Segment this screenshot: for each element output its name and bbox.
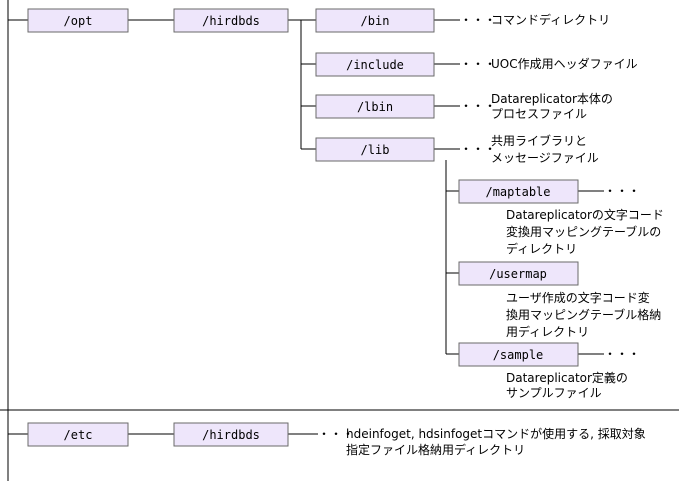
dots-hirdbds-bottom: ・・・: [318, 427, 354, 441]
box-usermap: /usermap: [458, 261, 579, 286]
box-etc-label: /etc: [64, 428, 93, 442]
desc-sample-line-1: Datareplicator定義の: [506, 370, 628, 385]
box-sample-label: /sample: [493, 348, 544, 362]
desc-include: UOC作成用ヘッダファイル: [491, 56, 638, 71]
box-etc: /etc: [27, 422, 129, 447]
desc-bin: コマンドディレクトリ: [491, 12, 610, 27]
box-lbin-label: /lbin: [357, 100, 393, 114]
desc-usermap: ユーザ作成の文字コード変 換用マッピングテーブル格納 用ディレクトリ: [506, 290, 665, 339]
desc-maptable-line-2: 変換用マッピングテーブルの: [506, 224, 661, 239]
dots-lib: ・・・: [460, 142, 496, 156]
desc-maptable-line-3: ディレクトリ: [506, 241, 577, 256]
box-usermap-label: /usermap: [489, 267, 547, 281]
desc-sample-line-2: サンプルファイル: [506, 386, 602, 400]
box-lib: /lib: [315, 137, 435, 162]
box-sample: /sample: [458, 342, 579, 367]
desc-hirdbds-bottom-line-1: hdeinfoget, hdsinfogetコマンドが使用する, 採取対象: [346, 426, 646, 441]
box-hirdbds-top: /hirdbds: [173, 8, 289, 33]
box-opt-label: /opt: [64, 14, 93, 28]
desc-lbin-line-1: Datareplicator本体の: [491, 92, 613, 106]
desc-sample: Datareplicator定義の サンプルファイル: [506, 370, 632, 400]
box-include: /include: [315, 52, 435, 77]
dots-sample: ・・・: [604, 347, 640, 361]
dots-maptable: ・・・: [604, 184, 640, 198]
desc-usermap-line-3: 用ディレクトリ: [506, 324, 589, 339]
box-include-label: /include: [346, 58, 404, 72]
desc-maptable: Datareplicatorの文字コード 変換用マッピングテーブルの ディレクト…: [506, 207, 668, 256]
desc-hirdbds-bottom: hdeinfoget, hdsinfogetコマンドが使用する, 採取対象 指定…: [346, 426, 650, 457]
desc-usermap-line-2: 換用マッピングテーブル格納: [506, 307, 661, 322]
dots-lbin: ・・・: [460, 99, 496, 113]
desc-lib: 共用ライブラリと メッセージファイル: [491, 133, 599, 165]
box-maptable-label: /maptable: [485, 185, 550, 199]
box-maptable: /maptable: [458, 179, 579, 204]
desc-lbin: Datareplicator本体の プロセスファイル: [491, 92, 617, 121]
desc-hirdbds-bottom-line-2: 指定ファイル格納用ディレクトリ: [346, 442, 525, 457]
box-bin: /bin: [315, 8, 435, 33]
desc-usermap-line-1: ユーザ作成の文字コード変: [506, 290, 650, 305]
desc-lib-line-1: 共用ライブラリと: [491, 133, 587, 148]
desc-bin-line-1: コマンドディレクトリ: [491, 12, 610, 27]
box-lbin: /lbin: [315, 94, 435, 119]
dots-include: ・・・: [460, 57, 496, 71]
box-opt: /opt: [27, 8, 129, 33]
box-hirdbds-top-label: /hirdbds: [202, 14, 260, 28]
box-hirdbds-bottom-label: /hirdbds: [202, 428, 260, 442]
desc-maptable-line-1: Datareplicatorの文字コード: [506, 207, 664, 222]
desc-lbin-line-2: プロセスファイル: [491, 107, 587, 121]
box-lib-label: /lib: [361, 143, 390, 157]
desc-lib-line-2: メッセージファイル: [491, 151, 599, 165]
desc-include-line-1: UOC作成用ヘッダファイル: [491, 56, 638, 71]
box-bin-label: /bin: [361, 14, 390, 28]
box-hirdbds-bottom: /hirdbds: [173, 422, 289, 447]
dots-bin: ・・・: [460, 13, 496, 27]
